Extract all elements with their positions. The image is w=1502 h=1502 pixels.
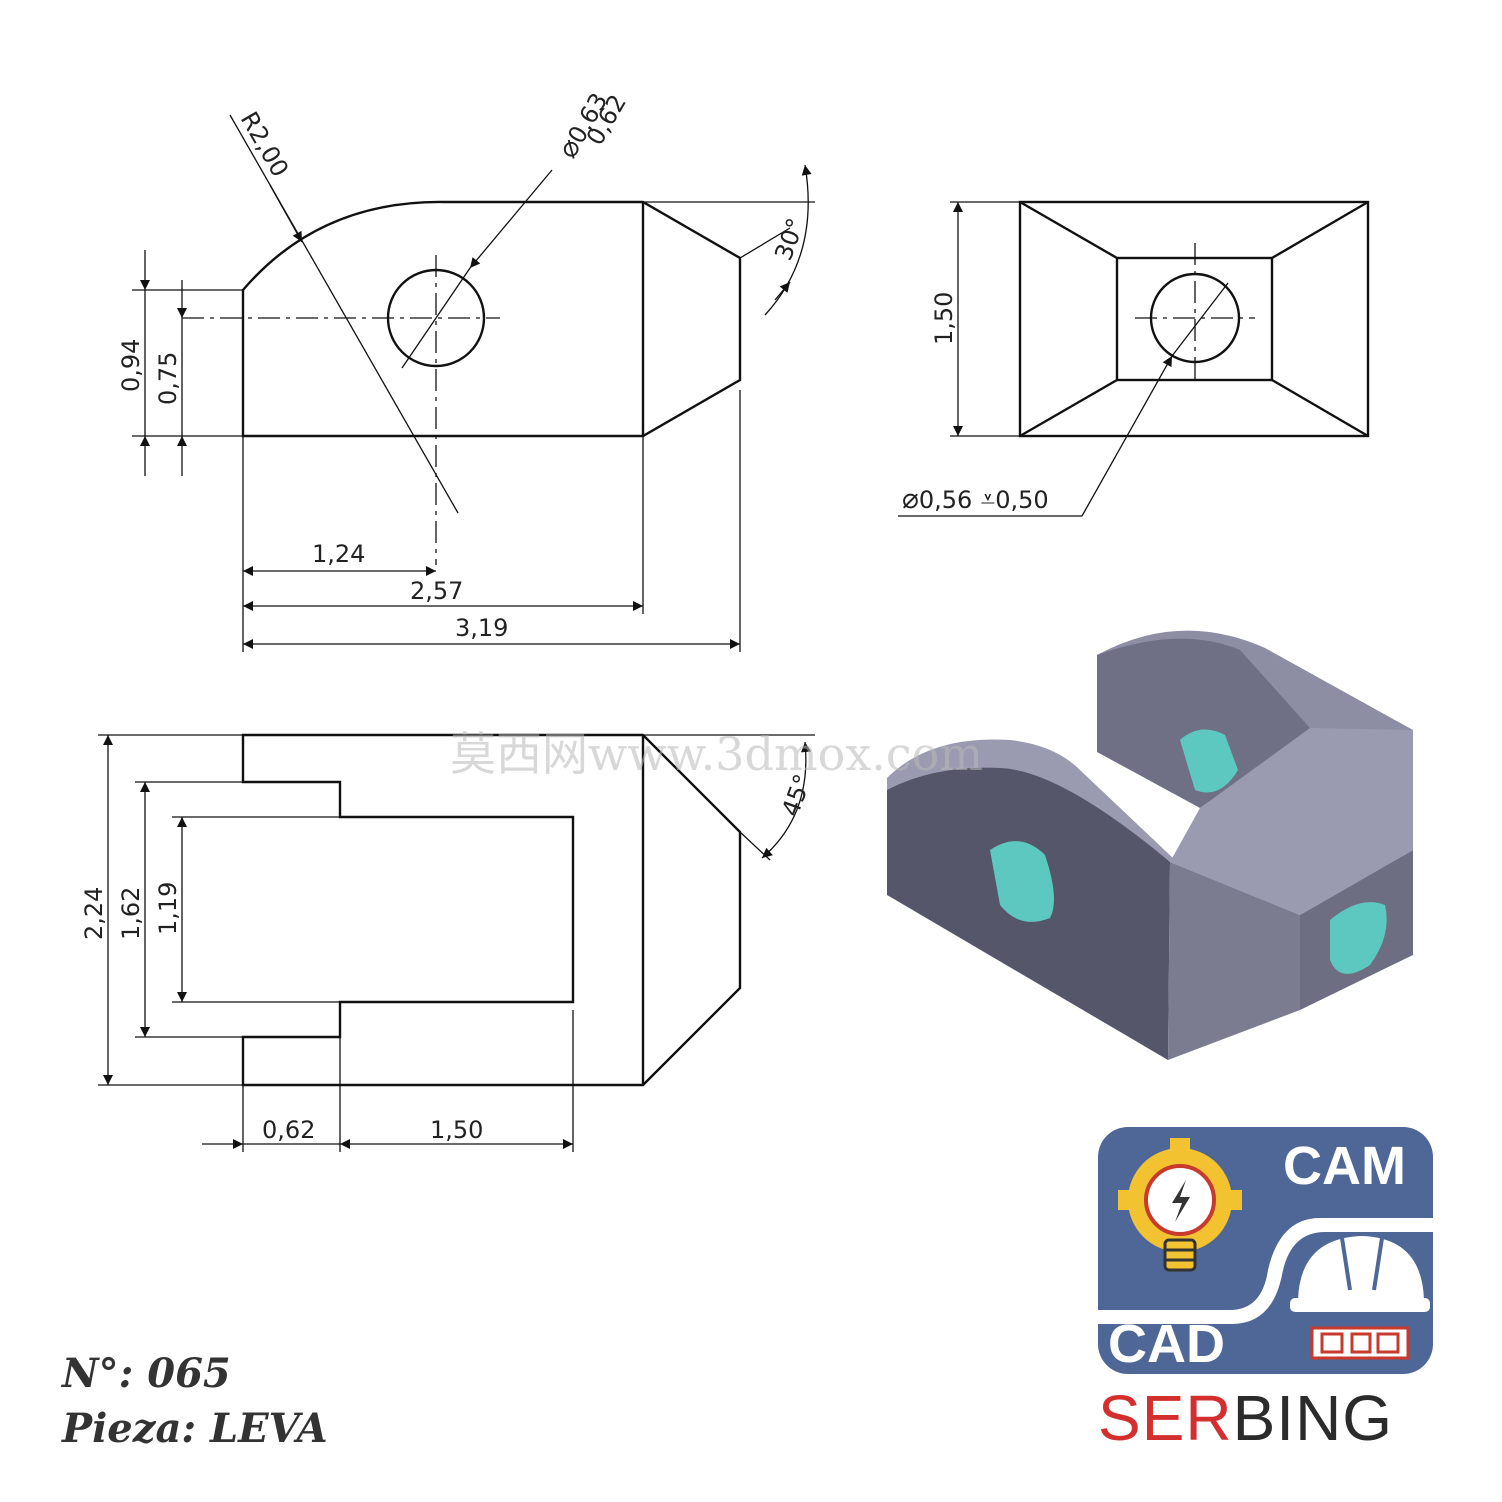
dim-len-total: 3,19: [455, 614, 508, 642]
dim-len-step: 0,62: [262, 1116, 315, 1144]
side-view-dimensions: 1,50 ⌀0,56 ⩡0,50: [898, 201, 1229, 517]
hard-hat-icon: [1290, 1236, 1430, 1360]
dim-height-inner: 0,75: [154, 352, 182, 405]
drawing-number: N°: 065: [62, 1350, 231, 1397]
front-view: [182, 200, 742, 565]
part-name: Pieza: LEVA: [62, 1405, 328, 1452]
dim-len-hole: 1,24: [312, 540, 365, 568]
dim-side-height: 1,50: [930, 292, 958, 345]
iso-back-hole: [1180, 729, 1238, 793]
hole-callout: ⌀0,56 ⩡0,50: [902, 482, 1049, 515]
isometric-view: [887, 630, 1413, 1060]
iso-front-hole: [990, 841, 1054, 922]
dim-radius: R2,00: [235, 107, 294, 182]
logo-cam: CAM: [1283, 1136, 1406, 1196]
logo-cad: CAD: [1108, 1314, 1225, 1374]
dim-width-slot: 1,19: [154, 882, 182, 935]
dim-height-outer: 0,94: [117, 339, 145, 392]
dim-width-total: 2,24: [80, 887, 108, 940]
dim-len-slot: 1,50: [430, 1116, 483, 1144]
logo-brand: SERBING: [1098, 1382, 1393, 1454]
gear-bulb-icon: [1118, 1138, 1242, 1272]
iso-side-hole: [1330, 902, 1387, 974]
dim-len-body: 2,57: [410, 577, 463, 605]
dim-width-mid: 1,62: [117, 887, 145, 940]
side-view: [1018, 200, 1370, 438]
watermark: 莫西网www.3dmox.com: [450, 727, 983, 781]
front-view-dimensions: R2,00 ⌀0,63 0,62 30° 0,94 0,75 1,24 2,57…: [117, 88, 815, 652]
front-outline: [241, 200, 742, 438]
top-outline: [241, 733, 742, 1087]
dim-angle-30: 30°: [769, 214, 810, 264]
serbing-logo: CAM CAD SERBIN: [1098, 1127, 1433, 1454]
top-view: [241, 733, 742, 1087]
